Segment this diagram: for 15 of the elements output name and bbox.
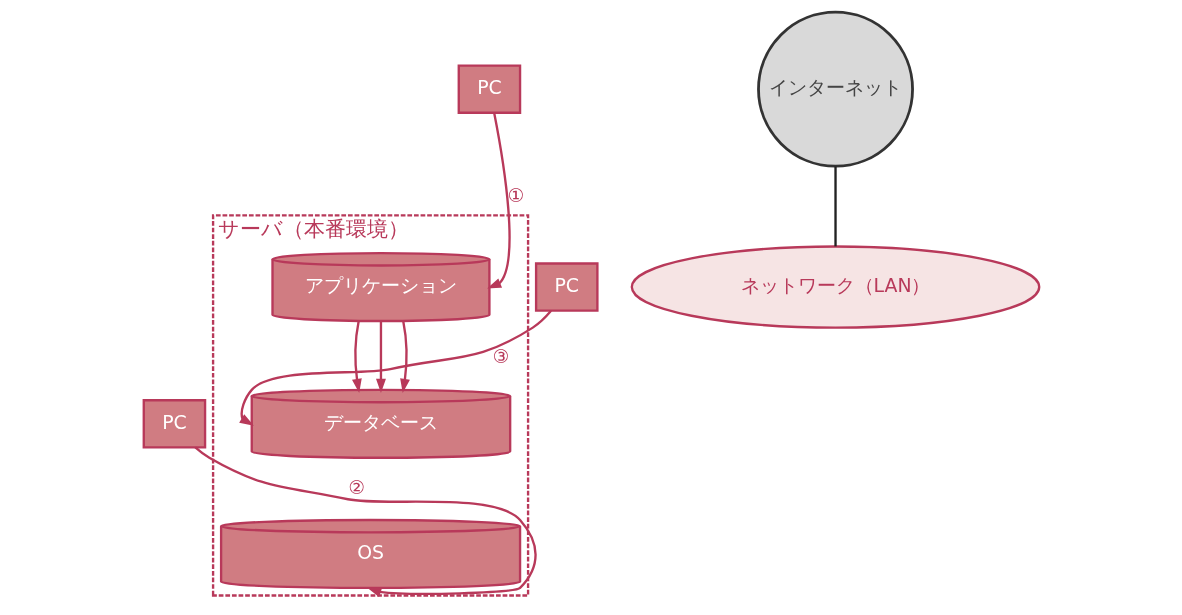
node-ellipse: ネットワーク（LAN）	[630, 245, 1040, 329]
arrow	[238, 310, 552, 426]
edge-label: ②	[347, 475, 365, 498]
node-box: PC	[534, 262, 599, 312]
edge-label: ①	[507, 184, 525, 207]
node-circle: インターネット	[756, 10, 914, 168]
node-box: PC	[142, 399, 206, 449]
edge-label: ③	[492, 345, 510, 368]
connector	[833, 166, 837, 247]
node-box: PC	[457, 64, 521, 114]
arrow	[399, 321, 410, 393]
arrow	[486, 112, 511, 289]
arrow	[194, 446, 537, 597]
arrow	[351, 321, 362, 393]
arrow	[375, 321, 386, 394]
